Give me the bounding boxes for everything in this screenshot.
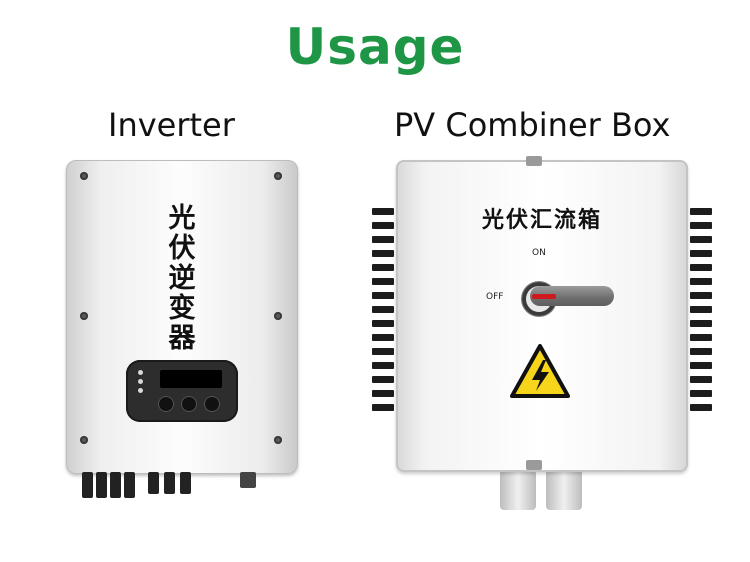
switch-off-label: OFF <box>486 292 504 302</box>
left-cable-connectors <box>372 208 394 414</box>
connector-icon <box>240 472 256 488</box>
inverter-label: Inverter <box>108 106 235 144</box>
inverter-device-image: 光伏逆变器 <box>66 160 298 474</box>
screw-icon <box>274 312 282 320</box>
inverter-panel-text: 光伏逆变器 <box>168 203 196 354</box>
combiner-box-device-image: 光伏汇流箱 ON OFF <box>396 156 688 472</box>
high-voltage-warning-icon <box>510 344 570 398</box>
control-button-icon <box>158 396 174 412</box>
connector-icon <box>180 472 191 494</box>
latch-icon <box>526 460 542 470</box>
led-indicator-icon <box>138 379 143 384</box>
screw-icon <box>274 172 282 180</box>
connector-icon <box>164 472 175 494</box>
screw-icon <box>80 312 88 320</box>
connector-icon <box>96 472 107 498</box>
switch-indicator <box>532 294 556 299</box>
combiner-box-label: PV Combiner Box <box>394 106 671 144</box>
connector-icon <box>82 472 93 498</box>
inverter-connectors <box>82 472 262 502</box>
right-cable-connectors <box>690 208 712 414</box>
cable-gland-icon <box>546 470 582 510</box>
screw-icon <box>80 436 88 444</box>
screw-icon <box>274 436 282 444</box>
combiner-panel-text: 光伏汇流箱 <box>481 208 602 233</box>
switch-handle <box>530 286 614 306</box>
page-title: Usage <box>285 18 465 76</box>
connector-icon <box>124 472 135 498</box>
led-indicator-icon <box>138 370 143 375</box>
cable-gland-icon <box>500 470 536 510</box>
led-indicator-icon <box>138 388 143 393</box>
latch-icon <box>526 156 542 166</box>
inverter-display-panel <box>126 360 238 422</box>
connector-icon <box>148 472 159 494</box>
connector-icon <box>110 472 121 498</box>
control-button-icon <box>204 396 220 412</box>
lcd-screen <box>160 370 222 388</box>
control-button-icon <box>181 396 197 412</box>
switch-on-label: ON <box>532 248 546 258</box>
screw-icon <box>80 172 88 180</box>
